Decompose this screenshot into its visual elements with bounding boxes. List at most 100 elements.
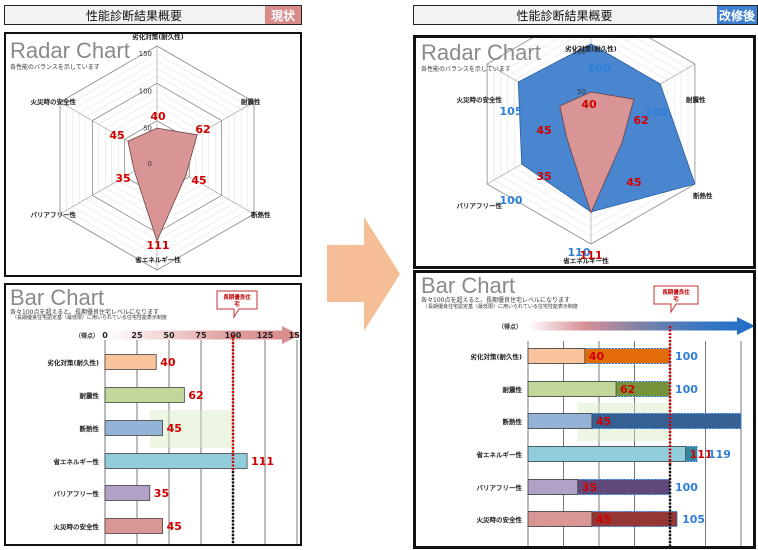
callout-text: 宅 [673, 295, 679, 303]
radar-svg-renovated: 50100150劣化対策(耐久性)耐震性断熱性省エネルギー性バリアフリー性火災時… [457, 38, 713, 265]
radar-series-現状 [127, 127, 198, 243]
bar-value-label-current: 45 [596, 513, 611, 526]
radar-chart-current: Radar Chart 各性能のバランスを示しています 0 50 100 150 劣化対… [4, 32, 302, 277]
callout-box [653, 285, 699, 314]
bar-current [527, 479, 579, 495]
score-label: （得点） [498, 323, 522, 331]
bar-current [104, 453, 248, 469]
bar-svg-current: （得点）0255075100125150劣化対策(耐久性)40耐震性62断熱性4… [48, 290, 300, 544]
radar-axis-label: 断熱性 [251, 210, 271, 219]
bar-value-label-renovated: 100 [675, 350, 698, 363]
radar-axis-label: 省エネルギー性 [134, 255, 181, 264]
bar-chart-current: Bar Chart 各々100点を超えると、長期優良住宅レベルになります （長期… [4, 283, 302, 546]
category-label: 劣化対策(耐久性) [48, 358, 99, 367]
radar-data-label: 45 [626, 176, 641, 189]
category-label: 劣化対策(耐久性) [471, 352, 522, 361]
radar-subtitle: 各性能のバランスを示しています [10, 64, 100, 71]
bar-value-label-current: 111 [690, 448, 713, 461]
bar-value-label-renovated: 119 [708, 448, 731, 461]
bar-svg-renovated: （得点） 劣化対策(耐久性) 40 100 耐震性 62 100 断熱性 45 省エネルギー性 11… [471, 285, 753, 546]
bar-value-label-current: 40 [589, 350, 605, 363]
radar-data-label: 45 [109, 129, 124, 142]
bar-value-label-current: 45 [167, 422, 182, 435]
bar-current [104, 485, 151, 501]
bar-current [104, 354, 157, 370]
status-tag-renovated: 改修後 [717, 6, 757, 24]
radar-svg-current: 050100150劣化対策(耐久性)耐震性断熱性省エネルギー性バリアフリー性火災… [31, 34, 271, 271]
bar-value-label-current: 35 [154, 487, 169, 500]
radar-data-label: 62 [633, 114, 648, 127]
radar-axis-label: バリアフリー性 [457, 201, 503, 210]
radar-data-label: 111 [580, 249, 603, 262]
radar-axis-label: 火災時の安全性 [31, 97, 77, 106]
radar-data-label: 45 [536, 124, 551, 137]
radar-tick-label: 50 [143, 125, 152, 133]
bar-title: Bar Chart [10, 285, 105, 310]
category-label: バリアフリー性 [54, 489, 100, 498]
radar-axis-label: 耐震性 [686, 95, 706, 104]
grade-band [149, 410, 233, 448]
radar-axis-label: バリアフリー性 [31, 210, 77, 219]
category-label: 火災時の安全性 [477, 515, 523, 524]
score-label: （得点） [75, 332, 99, 340]
category-label: 耐震性 [503, 385, 523, 394]
x-tick-label: 25 [131, 331, 143, 340]
transition-arrow-icon [327, 217, 400, 331]
radar-tick-label: 100 [573, 48, 586, 56]
radar-data-label: 100 [588, 62, 611, 75]
radar-data-label: 100 [645, 106, 668, 119]
bar-subtitle-1: 各々100点を超えると、長期優良住宅レベルになります [421, 297, 571, 304]
header-title: 性能診断結果概要 [85, 8, 182, 23]
category-label: 省エネルギー性 [476, 450, 523, 459]
radar-axis-label: 劣化対策(耐久性) [565, 44, 616, 53]
category-label: 断熱性 [80, 424, 100, 433]
bar-current [527, 511, 593, 527]
radar-axis-label: 劣化対策(耐久性) [132, 34, 183, 41]
bar-value-label-current: 35 [582, 481, 597, 494]
radar-data-label: 100 [500, 194, 523, 207]
bar-value-label-current: 111 [251, 455, 274, 468]
radar-series-現状 [559, 91, 635, 214]
bar-current [527, 381, 617, 397]
radar-title: Radar Chart [10, 38, 130, 63]
header-title: 性能診断結果概要 [516, 8, 613, 23]
category-label: 耐震性 [80, 391, 100, 400]
radar-axis-label: 火災時の安全性 [457, 95, 503, 104]
radar-subtitle: 各性能のバランスを示しています [421, 66, 511, 73]
x-tick-label: 0 [102, 331, 108, 340]
bar-current [104, 387, 185, 403]
callout-text: 宅 [234, 300, 240, 308]
radar-tick-label: 0 [148, 160, 152, 168]
bar-value-label-renovated: 100 [675, 481, 698, 494]
bar-value-label-current: 45 [596, 415, 611, 428]
bar-current [104, 518, 163, 534]
x-tick-label: 75 [195, 331, 207, 340]
bar-value-label-renovated: 100 [675, 383, 698, 396]
category-label: 断熱性 [503, 417, 523, 426]
callout-text: 長期優良住 [223, 293, 251, 301]
category-label: 火災時の安全性 [54, 522, 100, 531]
status-tag-current: 現状 [265, 6, 301, 24]
x-tick-label: 125 [257, 331, 274, 340]
category-label: バリアフリー性 [477, 483, 523, 492]
radar-axis-label: 断熱性 [693, 191, 713, 200]
x-tick-label: 50 [163, 331, 175, 340]
bar-value-label-current: 62 [620, 383, 635, 396]
bar-current [527, 446, 687, 462]
radar-data-label: 40 [581, 98, 597, 111]
radar-tick-label: 50 [577, 88, 586, 96]
axis-arrow-band [105, 326, 300, 344]
radar-data-label: 45 [191, 174, 206, 187]
radar-tick-label: 150 [139, 50, 152, 58]
bar-subtitle-1: 各々100点を超えると、長期優良住宅レベルになります [10, 309, 160, 316]
radar-data-label: 62 [195, 123, 210, 136]
bar-subtitle-2: （長期優良住宅認定基（最低限）に用いられている住宅性能表示制度 [12, 315, 167, 321]
bar-current [527, 413, 593, 429]
axis-arrow-band [528, 317, 753, 335]
category-label: 省エネルギー性 [53, 457, 100, 466]
bar-value-label-current: 62 [188, 389, 203, 402]
radar-tick-label: 100 [139, 87, 152, 95]
callout-box [216, 290, 258, 319]
radar-data-label: 35 [536, 170, 551, 183]
header-renovated: 性能診断結果概要 改修後 [413, 5, 758, 25]
